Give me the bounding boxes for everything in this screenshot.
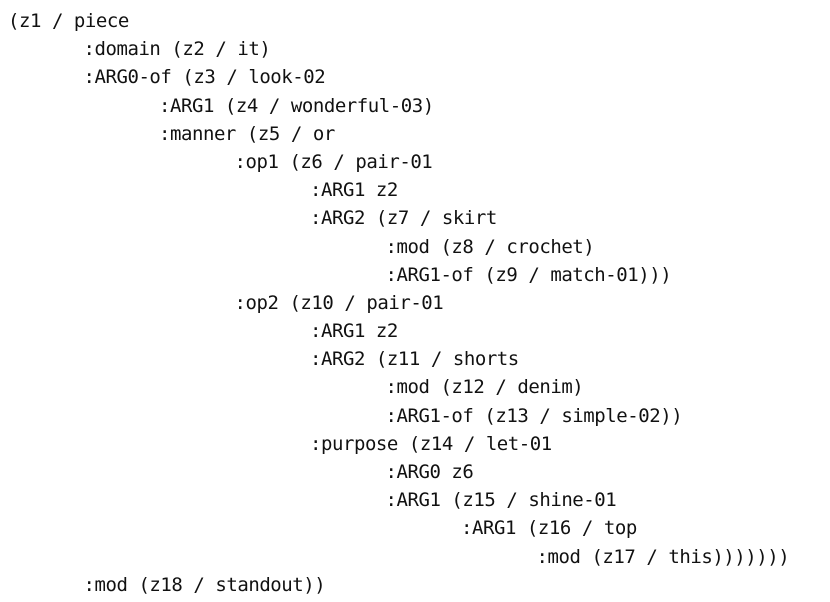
amr-line: :mod (z17 / this))))))) [536,545,790,568]
amr-line: :purpose (z14 / let-01 [310,432,552,455]
amr-line: (z1 / piece [8,10,129,32]
amr-line: :ARG0 z6 [385,461,474,483]
amr-line: :ARG2 (z11 / shorts [310,348,519,371]
amr-line: :mod (z12 / denim) [385,376,584,399]
amr-line: :ARG1 z2 [310,320,398,343]
amr-line: :domain (z2 / it) [83,38,271,61]
amr-line: :ARG1 z2 [310,179,398,202]
amr-line: :ARG1 (z15 / shine-01 [385,489,617,512]
amr-line: :op1 (z6 / pair-01 [234,150,433,173]
amr-line: :ARG1 (z4 / wonderful-03) [159,94,434,117]
amr-line: :manner (z5 / or [159,122,335,145]
amr-line: :ARG1-of (z13 / simple-02)) [385,404,683,427]
amr-line: :ARG1-of (z9 / match-01))) [385,263,672,286]
amr-line: :ARG0-of (z3 / look-02 [83,66,326,89]
amr-line: :mod (z8 / crochet) [385,235,595,258]
amr-line: :mod (z18 / standout)) [83,573,326,596]
amr-line: :ARG1 (z16 / top [461,517,637,540]
amr-line: :ARG2 (z7 / skirt [310,207,497,230]
amr-line: :op2 (z10 / pair-01 [234,291,444,314]
